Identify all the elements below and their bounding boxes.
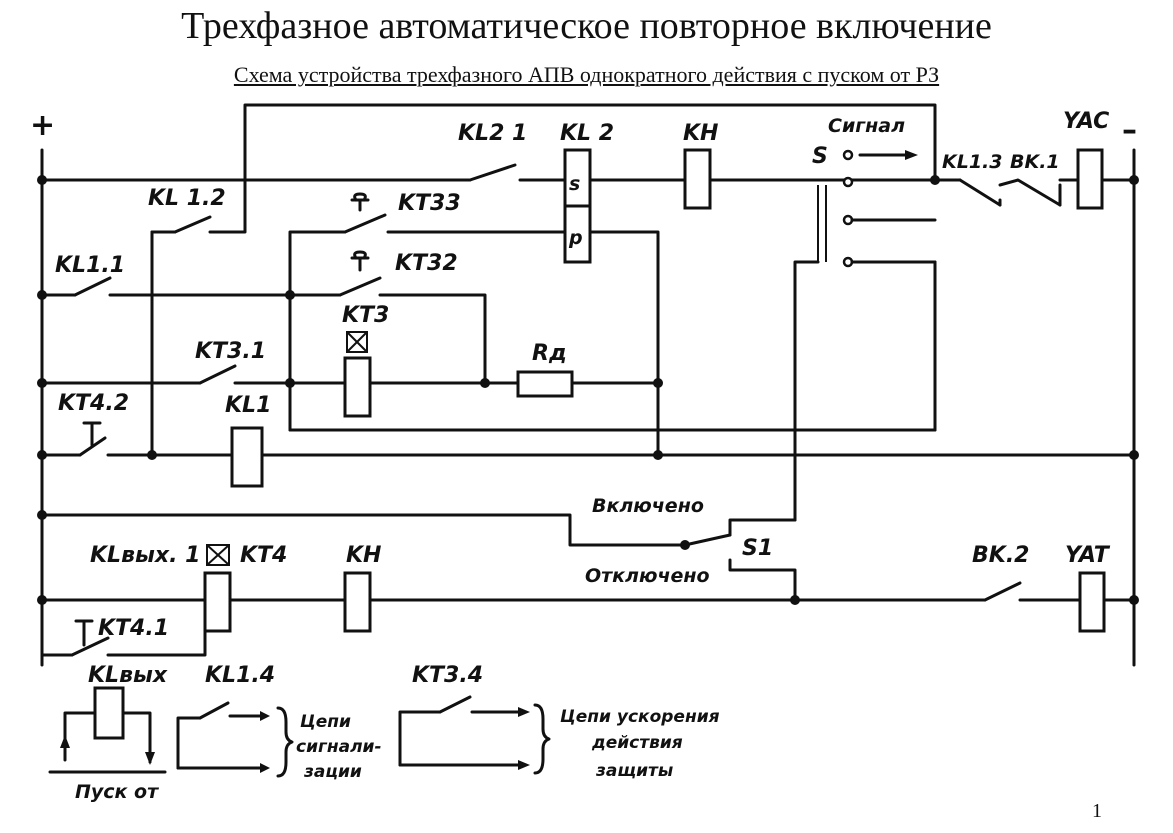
label-s: S (812, 144, 828, 169)
label-kl2: KL 2 (560, 121, 614, 146)
coil-yac (1076, 148, 1104, 210)
label-kh-top: KH (683, 121, 718, 146)
row-kl12 (150, 215, 219, 457)
label-kt34: KT3.4 (412, 663, 483, 688)
label-vkl: Включено (592, 495, 704, 517)
label-pusk: Пуск от (75, 781, 159, 803)
junction-dots (37, 175, 1139, 605)
label-bk1: BK.1 (1010, 151, 1060, 173)
label-usk2: действия (591, 733, 683, 753)
label-klvyh: KLвых (88, 663, 168, 688)
relay-kl2: s p (563, 148, 592, 264)
relay-kt4 (203, 544, 232, 633)
label-s1: S1 (742, 536, 773, 561)
row-kl1 (40, 421, 1136, 457)
legend-kl14 (176, 701, 294, 778)
label-kl11: KL1.1 (55, 253, 125, 278)
label-sig1: Цепи (300, 712, 351, 732)
label-otkl: Отключено (585, 565, 710, 587)
label-kt32: KT32 (395, 251, 458, 276)
label-kl21: KL2 1 (458, 121, 527, 146)
label-sig2: сигнали- (296, 737, 382, 757)
plus-symbol: + (30, 108, 55, 143)
label-signal: Сигнал (828, 115, 905, 137)
coil-kh-bottom (343, 571, 372, 633)
page-number: 1 (1092, 800, 1102, 822)
wire-top-loop (215, 103, 937, 234)
legend-kt34 (398, 695, 551, 775)
legend-klvyh (48, 686, 167, 774)
label-kt42: KT4.2 (58, 391, 129, 416)
label-kl14: KL1.4 (205, 663, 275, 688)
page-subtitle: Схема устройства трехфазного АПВ однокра… (233, 62, 940, 87)
kl2-p-label: p (568, 227, 583, 249)
label-kl12: KL 1.2 (148, 186, 226, 211)
label-kl13: KL1.3 (942, 151, 1003, 173)
label-yat: YAT (1065, 543, 1111, 568)
coil-kl1 (230, 426, 264, 488)
relay-kt3 (343, 331, 372, 418)
label-yac: YAC (1063, 109, 1109, 134)
label-sig3: зации (303, 762, 362, 782)
label-kt41: KT4.1 (98, 616, 169, 641)
label-kt33: KT33 (398, 191, 461, 216)
label-rd: Rд (532, 341, 567, 366)
row-1-wires (40, 163, 962, 182)
label-klvyh1: KLвых. 1 (90, 543, 200, 568)
label-kt31: KT3.1 (195, 339, 266, 364)
label-kt4: KT4 (240, 543, 287, 568)
coil-yat (1078, 571, 1106, 633)
kl2-s-label: s (569, 173, 580, 195)
row-kl11 (40, 250, 487, 385)
label-kl1: KL1 (225, 393, 271, 418)
page-title: Трехфазное автоматическое повторное вклю… (181, 5, 992, 47)
label-bk2: BK.2 (972, 543, 1029, 568)
switch-s1 (40, 513, 797, 602)
switch-s (793, 149, 937, 522)
label-kt3: KT3 (342, 303, 389, 328)
diagram-labels: KL2 1 KL 2 KH Сигнал S KL1.3 BK.1 YAC KL… (55, 109, 1111, 803)
kl13-bk1-contacts (958, 178, 1136, 207)
coil-kh-top (683, 148, 712, 210)
label-kh-bottom: KH (346, 543, 381, 568)
label-usk1: Цепи ускорения (560, 707, 720, 727)
minus-symbol: – (1122, 113, 1137, 148)
resistor-rd (516, 370, 574, 398)
label-usk3: защиты (595, 761, 673, 781)
